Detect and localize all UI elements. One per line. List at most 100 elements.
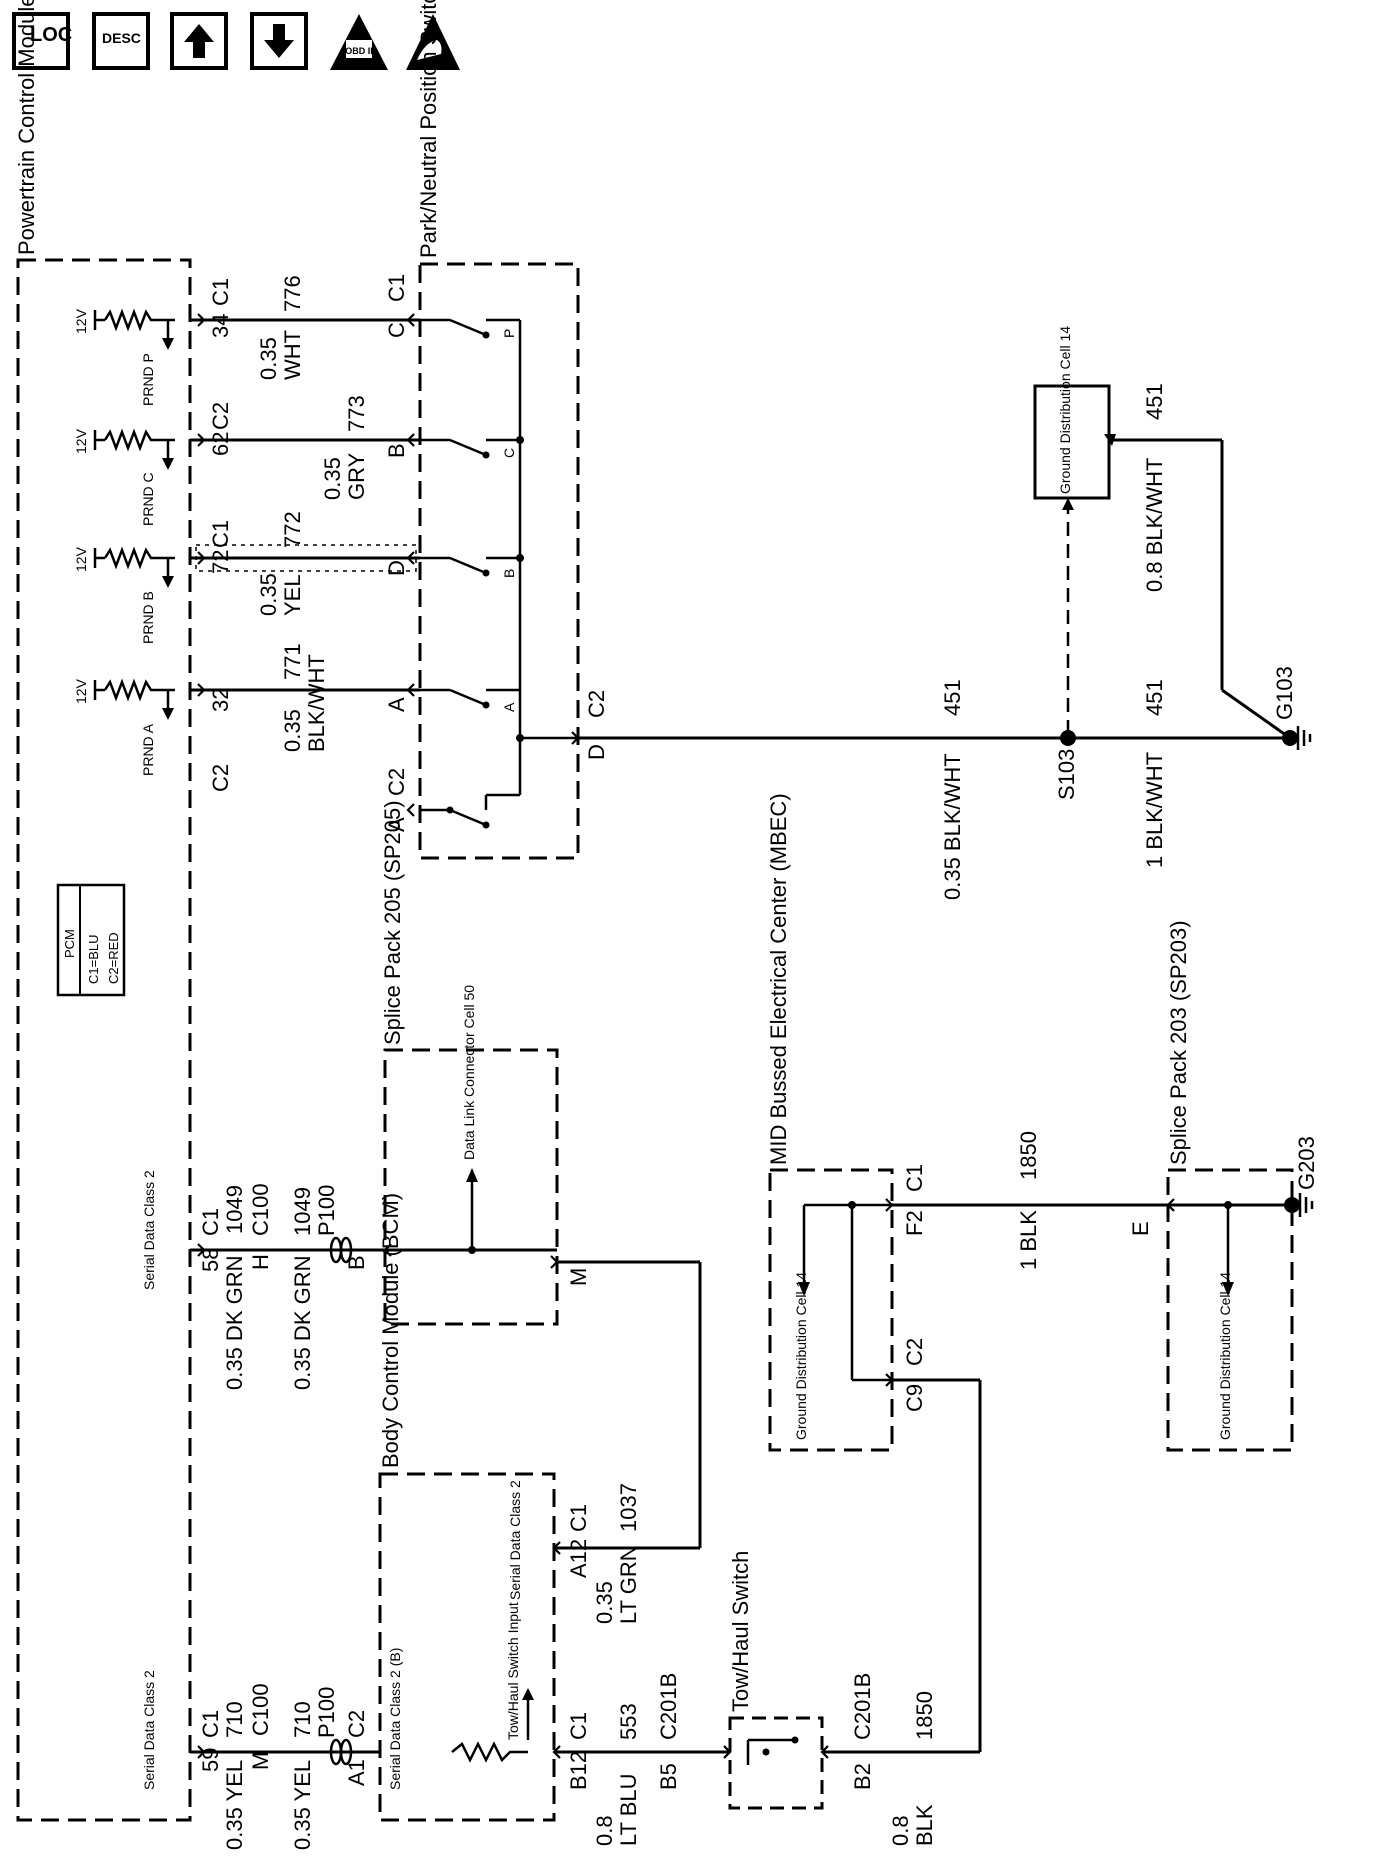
ground-dist-label-2: Ground Distribution Cell 14 [793,1272,809,1440]
circuit-710b: 710 [290,1701,315,1738]
splice-s103-label: S103 [1054,749,1079,800]
arrow-up-icon [184,24,214,58]
pin-32: 32 [208,688,233,712]
circuit-553: 553 [616,1703,641,1740]
sp203-pin-e: E [1128,1221,1153,1236]
wire-size-553: 0.8 [592,1815,617,1846]
toolbar: LOC DESC OBD II [8,8,468,78]
pcm-legend-c1: C1=BLU [86,935,101,985]
c100-pin-m: M [248,1752,273,1770]
conn-c2-a: C2 [208,764,233,792]
p100-pin-a1: A1 [344,1759,369,1786]
wire-size-772: 0.35 [256,573,281,616]
ground-dist-label-3: Ground Distribution Cell 14 [1217,1272,1233,1440]
conn-c1-p: C1 [208,278,233,306]
wire-color-772: YEL [280,574,305,616]
pin-34: 34 [208,314,233,338]
switch-pin-a: A [384,697,409,712]
bcm-towhaul-input-label: Tow/Haul Switch Input [505,1602,521,1740]
wire-label-710b: 0.35 YEL [290,1760,315,1850]
wire-size-771: 0.35 [280,709,305,752]
circuit-451a: 451 [940,679,965,716]
conn-c1-59: C1 [198,1710,223,1738]
contact-b: B [501,569,517,578]
wire-color-1037: LT GRN [616,1545,641,1624]
pin-a12: A12 [566,1539,591,1578]
esd-warning-icon [406,14,460,70]
wire-color-776: WHT [280,330,305,380]
ground-g203 [1284,1197,1300,1213]
pnp-conn-c2: C2 [384,768,409,796]
mbec-pin-c9: C9 [902,1384,927,1412]
conn-c2-c: C2 [208,402,233,430]
wire-color-553: LT BLU [616,1773,641,1846]
p100-pin-b: B [344,1255,369,1270]
wire-label-451b: 1 BLK/WHT [1142,752,1167,868]
conn-c1-58: C1 [198,1208,223,1236]
next-page-button[interactable] [250,12,308,70]
wire-label-710: 0.35 YEL [222,1760,247,1850]
switch-pin-c: C [384,322,409,338]
p100-label-2: P100 [314,1687,339,1738]
circuit-1049: 1049 [222,1185,247,1234]
switch-pin-b: B [384,443,409,458]
volt-label-a: 12V [73,678,89,704]
sp203-box [1166,1168,1294,1452]
pcm-legend-c2: C2=RED [106,932,121,984]
ground-g203-label: G203 [1294,1136,1319,1190]
conn-c1-a12: C1 [566,1504,591,1532]
c100-label: C100 [248,1183,273,1236]
circuit-1037: 1037 [616,1483,641,1532]
sp205-title: Splice Pack 205 (SP205) [380,800,405,1045]
prnd-c-label: PRND C [140,472,156,526]
wire-size-1850a: 0.8 [888,1815,913,1846]
bcm-box [378,1472,556,1822]
pin-b2: B2 [850,1763,875,1790]
obd-label: OBD II [345,46,373,56]
obd-warning-icon: OBD II [330,14,388,70]
wire-size-776: 0.35 [256,337,281,380]
c100-label-2: C100 [248,1683,273,1736]
wire-color-771: BLK/WHT [304,654,329,752]
circuit-1850b: 1850 [1016,1131,1041,1180]
wire-label-1850b: 1 BLK [1016,1210,1041,1270]
wire-color-773: GRY [344,452,369,500]
mbec-box [768,1168,894,1452]
pin-59: 59 [198,1748,223,1772]
describe-label: DESC [102,30,141,46]
circuit-451b: 451 [1142,679,1167,716]
prnd-p-label: PRND P [140,353,156,406]
circuit-1850a: 1850 [912,1691,937,1740]
conn-c1-b12: C1 [566,1712,591,1740]
circuit-772: 772 [280,511,305,548]
circuit-451c: 451 [1142,383,1167,420]
pnp-ground-pin: D [584,744,609,760]
pcm-box [16,258,192,1822]
sp205-box [383,1048,559,1326]
locate-button[interactable]: LOC [12,12,72,70]
wire-size-773: 0.35 [320,457,345,500]
wire-label-451a: 0.35 BLK/WHT [940,753,965,900]
pnp-pin-a2: A [384,817,409,832]
contact-c: C [501,448,517,458]
contact-p: P [501,329,517,338]
previous-page-button[interactable] [170,12,228,70]
pin-b12: B12 [566,1751,591,1790]
mbec-title: MID Bussed Electrical Center (MBEC) [766,793,791,1165]
circuit-710: 710 [222,1701,247,1738]
contact-a: A [501,702,517,712]
pnp-title: Park/Neutral Position Switch [416,0,441,258]
bcm-serial-label: Serial Data Class 2 [507,1480,523,1600]
pcm-connector-legend: PCM C1=BLU C2=RED [56,883,126,997]
describe-button[interactable]: DESC [92,12,150,70]
ground-g103 [1282,730,1298,746]
c201b-label: C201B [656,1673,681,1740]
circuit-776: 776 [280,275,305,312]
dlc-label: Data Link Connector Cell 50 [461,985,477,1160]
c201b-pin-b5: B5 [656,1763,681,1790]
mbec-pin-f2: F2 [902,1210,927,1236]
wire-color-1850a: BLK [912,1804,937,1846]
switch-pin-d: D [384,560,409,576]
